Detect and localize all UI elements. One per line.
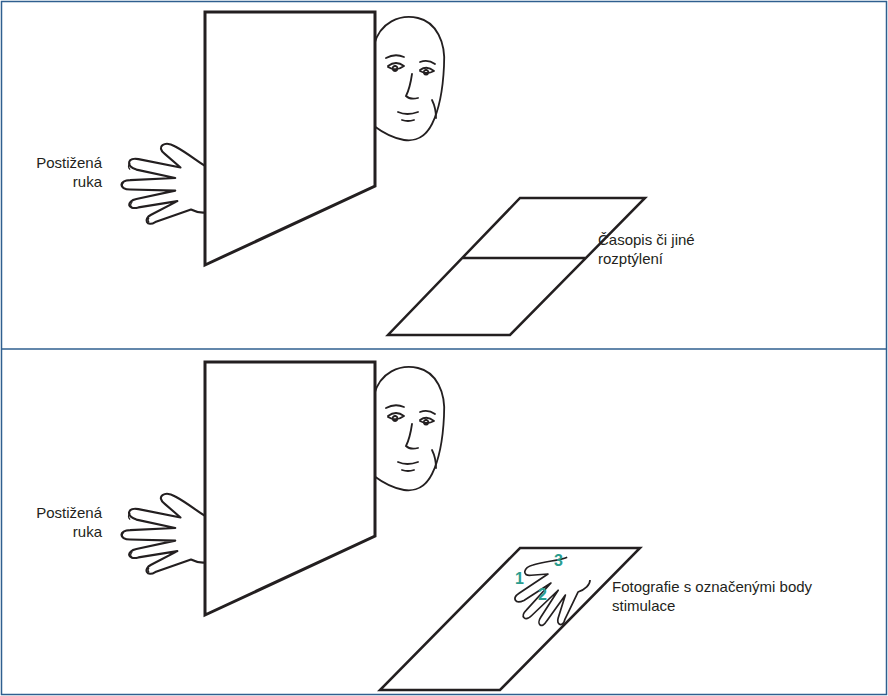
hand: [121, 494, 212, 574]
caption-label: Postižená ruka: [22, 153, 102, 191]
head: [374, 367, 444, 490]
caption-label: Časopis či jiné rozptýlení: [598, 230, 738, 268]
head: [374, 17, 444, 140]
callout-number: 1: [515, 571, 529, 587]
mirror-board: [205, 12, 375, 265]
hand: [121, 144, 212, 224]
mirror-board: [205, 362, 375, 615]
caption-label: Postižená ruka: [22, 503, 102, 541]
photo-hand: [501, 542, 599, 640]
panel-top: [121, 12, 645, 335]
callout-number: 3: [554, 553, 568, 569]
caption-label: Fotografie s označenými body stimulace: [612, 577, 852, 615]
panel-bottom: [121, 362, 640, 690]
panel-divider: [2, 348, 887, 350]
callout-number: 2: [538, 587, 552, 603]
photograph: [380, 548, 640, 690]
